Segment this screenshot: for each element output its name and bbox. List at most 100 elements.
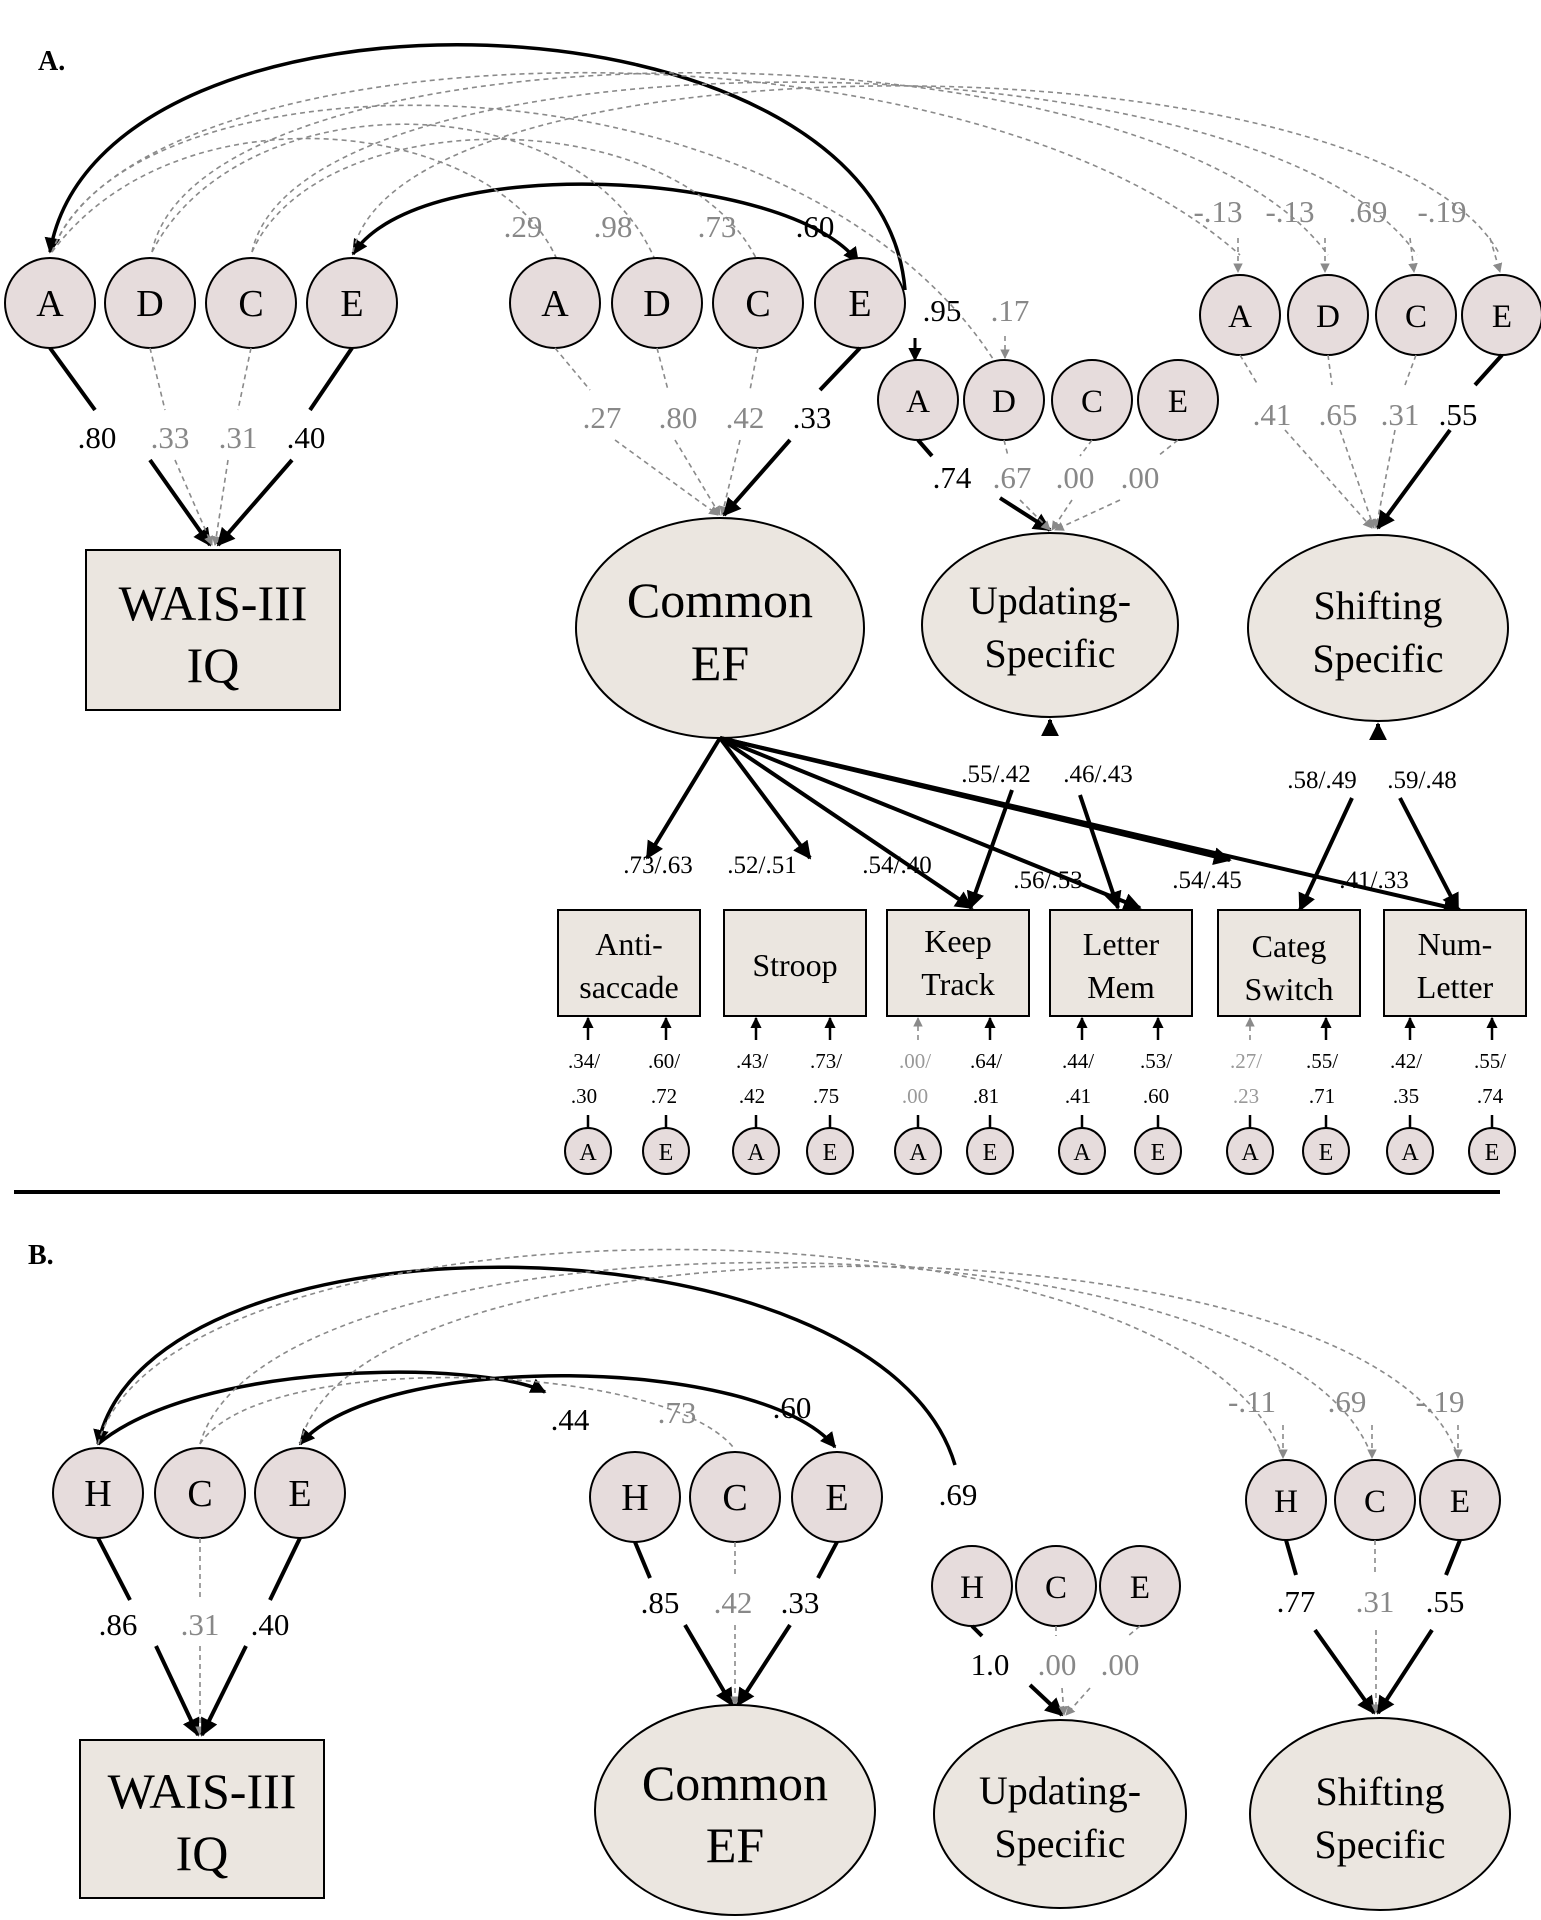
- panel-b-updating-components: .69 H C E: [931, 1477, 1181, 1627]
- path-iq-d-lower: [174, 459, 213, 546]
- path-coef: .40: [287, 420, 326, 455]
- path-common-c-lower: [719, 439, 741, 516]
- path-shifting-d-upper: [1327, 354, 1333, 386]
- path-coef: .67: [993, 460, 1032, 495]
- path-coef: .31: [1381, 397, 1420, 432]
- panel-a-common-paths: .27 .80 .42 .33: [554, 346, 862, 517]
- updating-line1: Updating-: [969, 578, 1131, 623]
- loading-common-lettermem: [719, 736, 1142, 911]
- residual-stems: [1248, 1115, 1328, 1128]
- loading-coef: .55/.42: [961, 761, 1030, 788]
- path-shifting-c-upper: [1404, 354, 1417, 386]
- updating-component-label: H: [960, 1570, 984, 1606]
- shifting-component-label: A: [1228, 299, 1252, 335]
- arrow-into-shifting-c: [1408, 237, 1418, 273]
- task-box-stroop: [723, 909, 867, 1017]
- common-component-label: H: [621, 1477, 648, 1519]
- iq-component-label: E: [288, 1473, 311, 1515]
- iq-component-label: A: [36, 283, 64, 325]
- residual-letter-e: E: [659, 1140, 674, 1166]
- shifting-specific-factor: [1247, 534, 1509, 722]
- path-common-a-upper: [554, 347, 591, 391]
- common-ef-line1: Common: [627, 572, 813, 628]
- shifting-line2: Specific: [1314, 1822, 1445, 1867]
- path-coef: .31: [1356, 1584, 1395, 1619]
- path-iq-e-upper: [268, 1537, 302, 1601]
- loading-coef: .54/.40: [862, 852, 931, 879]
- panel-a-task-boxes: Anti- saccade Stroop Keep Track Letter M…: [557, 909, 1527, 1017]
- arc-iq-d-shifting-d: [151, 72, 1329, 256]
- path-coef: .40: [251, 1607, 290, 1642]
- path-updating-e-lower: [1054, 499, 1121, 531]
- residual-letter-a: A: [1401, 1140, 1419, 1166]
- panel-b-common-paths: .85 .42 .33: [633, 1541, 839, 1707]
- task-line2: Letter: [1417, 969, 1494, 1005]
- path-shifting-e-upper: [1473, 353, 1504, 387]
- residual-e-bottom: .75: [813, 1084, 839, 1108]
- path-iq-d-upper: [149, 347, 166, 411]
- residual-letter-e: E: [983, 1140, 998, 1166]
- path-coef: .55: [1439, 397, 1478, 432]
- path-coef: .77: [1277, 1584, 1316, 1619]
- path-iq-a-upper: [48, 346, 97, 412]
- common-ef-line1: Common: [642, 1755, 828, 1811]
- panel-a-common-components: .29 .98 .73 .60 A D C E: [504, 209, 906, 349]
- corr-coef: -.19: [1417, 194, 1466, 229]
- loading-common-antisaccade: [645, 736, 722, 860]
- arc-iq-c-common-c: [199, 1376, 734, 1448]
- arc-iq-e-shifting-e: [352, 85, 1501, 256]
- updating-specific-factor: [921, 532, 1179, 718]
- arc-iq-d-common-d: [151, 123, 657, 263]
- common-ef-factor: [575, 517, 865, 739]
- iq-component-label: C: [187, 1473, 212, 1515]
- loading-updating-lettermem: [1078, 794, 1122, 910]
- updating-component-label: E: [1130, 1570, 1150, 1606]
- path-common-d-upper: [656, 347, 669, 391]
- shifting-line1: Shifting: [1316, 1769, 1445, 1814]
- shifting-component-label: C: [1364, 1484, 1386, 1520]
- path-coef: .80: [78, 420, 117, 455]
- path-coef: .74: [933, 460, 972, 495]
- task-box-antisaccade: [557, 909, 701, 1017]
- corr-coef: .69: [1349, 194, 1388, 229]
- corr-coef: .44: [551, 1402, 590, 1437]
- iq-box-line1: WAIS-III: [108, 1763, 297, 1819]
- path-common-c-upper: [749, 347, 759, 391]
- path-coef: .33: [151, 420, 190, 455]
- iq-component-label: C: [238, 283, 263, 325]
- task-line2: Mem: [1087, 969, 1155, 1005]
- residual-stems: [586, 1115, 668, 1128]
- path-updating-c-upper: [1079, 439, 1093, 457]
- arc-iq-h-shifting-h: [97, 1248, 1284, 1458]
- residual-letter-e: E: [823, 1140, 838, 1166]
- residual-letter-a: A: [909, 1140, 927, 1166]
- panel-a-shifting-components: -.13 -.13 .69 -.19 A D C E: [1193, 194, 1541, 356]
- residual-circle-e: [1468, 1127, 1516, 1175]
- loading-shifting-categswitch: [1298, 797, 1354, 912]
- updating-line2: Specific: [994, 1821, 1125, 1866]
- path-updating-e-upper: [1157, 439, 1179, 457]
- residual-a-bottom: .35: [1393, 1084, 1419, 1108]
- corr-coef: .73: [658, 1395, 697, 1430]
- common-component-label: E: [848, 283, 871, 325]
- residual-letter-a: A: [1241, 1140, 1259, 1166]
- common-component-label: C: [745, 283, 770, 325]
- task-line1: Anti-: [595, 926, 663, 962]
- residual-letter-e: E: [1485, 1140, 1500, 1166]
- path-coef: .65: [1319, 397, 1358, 432]
- corr-coef: .29: [504, 209, 543, 244]
- path-coef: .42: [714, 1585, 753, 1620]
- shifting-specific-factor: [1249, 1717, 1511, 1911]
- path-shifting-e-lower: [1376, 428, 1452, 530]
- residual-circle-a: [564, 1127, 612, 1175]
- panel-b-shifting-paths: .77 .31 .55: [1277, 1539, 1464, 1715]
- path-coef: .33: [793, 400, 832, 435]
- panel-a-updating-components: .95 .17 A D C E: [877, 293, 1219, 441]
- panel-a-shifting-paths: .41 .65 .31 .55: [1239, 353, 1504, 530]
- residual-circle-a: [894, 1127, 942, 1175]
- arc-iq-h-to-updating-h: [93, 1265, 957, 1466]
- arc-iq-c-common-c: [251, 138, 759, 263]
- residual-letter-a: A: [747, 1140, 765, 1166]
- arc-iq-e-shifting-e: [299, 1265, 1459, 1458]
- path-coef: 1.0: [971, 1647, 1010, 1682]
